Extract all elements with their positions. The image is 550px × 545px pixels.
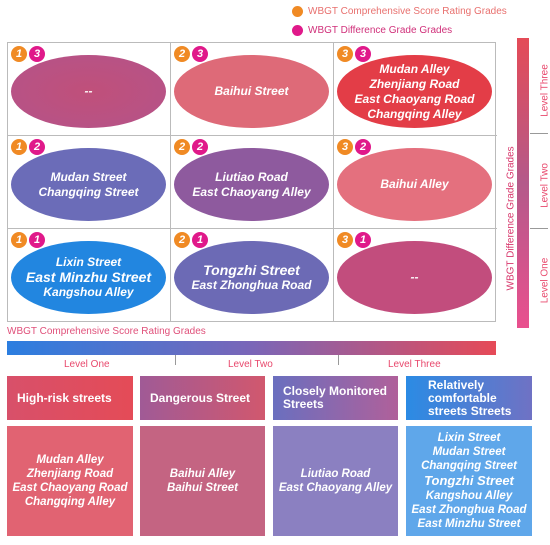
category-header-high-risk: High-risk streets [7,376,133,420]
difference-grade-badge: 1 [192,232,208,248]
street-name: East Chaoyang Road [354,91,475,106]
street-name: Baihui Street [214,84,289,98]
street-name: Kangshou Alley [43,285,134,299]
street-name: East Zhonghua Road [411,504,527,516]
street-name: Mudan Alley [379,61,450,76]
street-name: Changqing Street [38,184,139,199]
vertical-level-two: Level Two [539,163,550,208]
comprehensive-grade-badge: 1 [11,139,27,155]
street-name: -- [84,84,93,98]
street-name: Baihui Alley [169,468,236,480]
street-name: Lixin Street [437,432,501,444]
street-name: Liutiao Road [300,468,371,480]
difference-grade-badge: 1 [355,232,371,248]
street-name: Zhenjiang Road [26,468,114,480]
legend-comprehensive-label: WBGT Comprehensive Score Rating Grades [308,6,507,17]
category-header-comfortable: Relatively comfortable streets Streets [406,376,532,420]
comprehensive-grade-badge: 1 [11,46,27,62]
magenta-dot-icon [292,25,303,36]
street-name: Kangshou Alley [425,490,513,502]
difference-grade-badge: 2 [192,139,208,155]
category-header-monitored: Closely Monitored Streets [273,376,398,420]
legend-difference: WBGT Difference Grade Grades [292,25,452,36]
street-name: East Chaoyang Road [12,482,128,494]
street-name: Baihui Alley [380,177,449,191]
comprehensive-grade-badge: 3 [337,46,353,62]
street-name: East Zhonghua Road [191,277,312,292]
difference-grade-badge: 1 [29,232,45,248]
horizontal-divider [175,355,176,365]
horizontal-level-two: Level Two [228,359,273,370]
street-ellipse: Baihui Street [174,55,329,128]
street-name: Tongzhi Street [424,473,514,488]
horizontal-axis-title: WBGT Comprehensive Score Rating Grades [7,326,206,337]
vertical-divider [530,228,548,229]
comprehensive-grade-badge: 3 [337,139,353,155]
street-name: East Minzhu Street [25,269,152,285]
street-name: Liutiao Road [215,169,288,184]
street-name: Zhenjiang Road [369,76,460,91]
street-name: East Chaoyang Alley [192,184,311,199]
street-name: East Minzhu Street [417,518,521,530]
horizontal-level-three: Level Three [388,359,441,370]
street-ellipse: Baihui Alley [337,148,492,221]
difference-grade-badge: 3 [192,46,208,62]
comprehensive-grade-badge: 3 [337,232,353,248]
comprehensive-grade-badge: 1 [11,232,27,248]
street-name: Mudan Street [50,169,127,184]
difference-grade-badge: 2 [355,139,371,155]
vertical-divider [530,133,548,134]
category-header-dangerous: Dangerous Street [140,376,265,420]
street-ellipse: -- [11,55,166,128]
street-name: -- [410,270,419,284]
legend-comprehensive: WBGT Comprehensive Score Rating Grades [292,6,507,17]
street-name: Baihui Street [167,482,238,494]
vertical-level-one: Level One [539,257,550,304]
comprehensive-grade-badge: 2 [174,139,190,155]
comprehensive-grade-bar [7,341,496,355]
vertical-axis-title: WBGT Difference Grade Grades [505,146,517,291]
street-name: Changqing Street [421,460,517,472]
street-name: Mudan Street [432,446,506,458]
horizontal-level-one: Level One [64,359,110,370]
comprehensive-grade-badge: 2 [174,232,190,248]
difference-grade-bar [517,38,529,328]
vertical-level-three: Level Three [539,64,550,117]
horizontal-divider [338,355,339,365]
street-name: Mudan Alley [36,454,104,466]
street-name: East Chaoyang Alley [278,482,393,494]
legend-difference-label: WBGT Difference Grade Grades [308,25,453,36]
orange-dot-icon [292,6,303,17]
difference-grade-badge: 3 [29,46,45,62]
difference-grade-badge: 3 [355,46,371,62]
street-ellipse: -- [337,241,492,314]
street-name: Lixin Street [55,255,122,269]
street-name: Changqing Alley [367,106,462,121]
street-name: Changqing Alley [24,496,116,508]
difference-grade-badge: 2 [29,139,45,155]
comprehensive-grade-badge: 2 [174,46,190,62]
street-name: Tongzhi Street [203,261,300,278]
